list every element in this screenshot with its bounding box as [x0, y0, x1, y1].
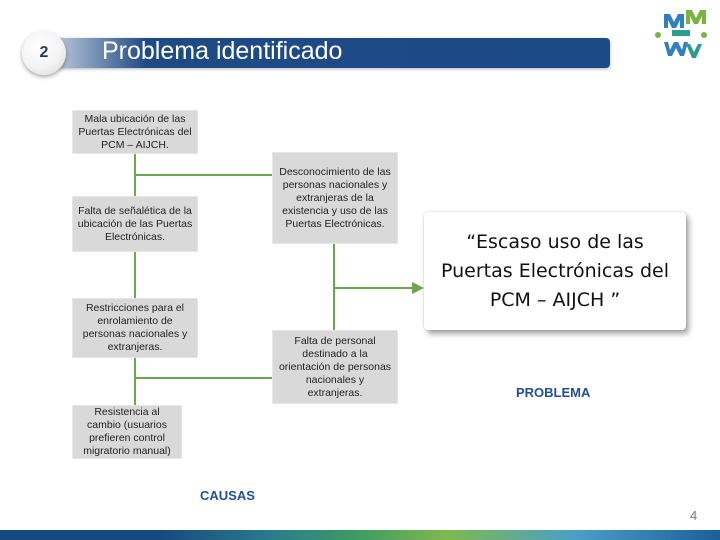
bottom-color-band [0, 530, 720, 540]
page-title: Problema identificado [102, 37, 343, 65]
cause-box-restricciones: Restricciones para el enrolamiento de pe… [72, 298, 198, 358]
cause-box-mala-ubicacion: Mala ubicación de las Puertas Electrónic… [72, 110, 198, 154]
logo-icon [655, 10, 707, 58]
cause-box-falta-personal: Falta de personal destinado a la orienta… [272, 330, 398, 404]
problem-box: “Escaso uso de las Puertas Electrónicas … [424, 212, 686, 330]
problem-label: PROBLEMA [516, 385, 591, 400]
step-number-badge: 2 [22, 31, 66, 75]
cause-box-resistencia-cambio: Resistencia al cambio (usuarios prefiere… [72, 405, 182, 459]
page-number: 4 [690, 508, 698, 523]
cause-box-falta-senaletica: Falta de señalética de la ubicación de l… [72, 196, 198, 252]
causes-label: CAUSAS [200, 488, 255, 503]
cause-box-desconocimiento: Desconocimiento de las personas nacional… [272, 152, 398, 244]
title-bar [44, 38, 610, 68]
